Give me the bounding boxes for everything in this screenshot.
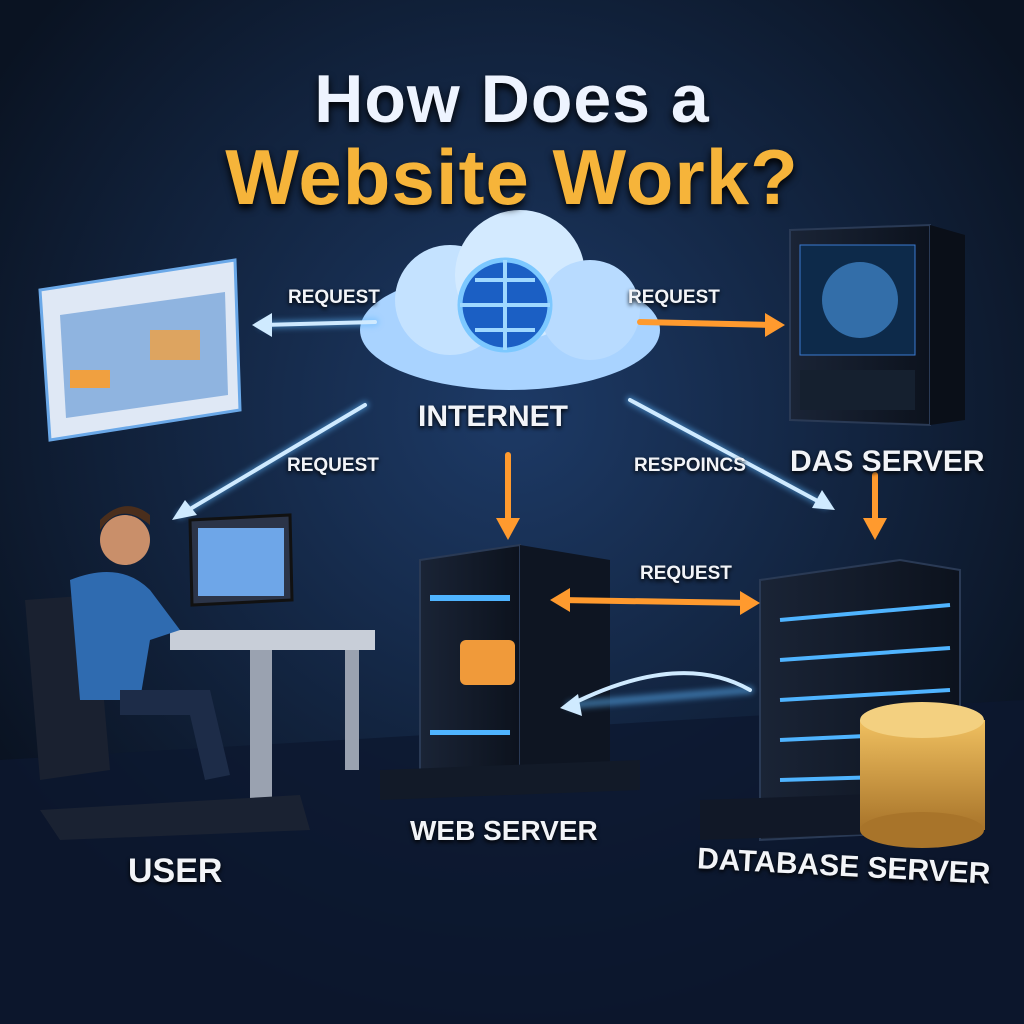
arrow-webserver-database <box>557 597 753 606</box>
arrow-internet-to-user <box>178 403 367 517</box>
label-user: USER <box>128 852 223 890</box>
das-server-icon <box>789 223 965 427</box>
label-request-left-top: REQUEST <box>288 287 380 308</box>
label-request-right-top: REQUEST <box>628 287 720 308</box>
web-server-icon <box>380 543 640 800</box>
flow-arrows <box>172 313 887 716</box>
user-at-desk-illustration <box>25 506 375 840</box>
arrow-database-to-webserver <box>568 671 752 707</box>
arrow-internet-to-database <box>628 398 827 507</box>
label-response: RESPOINCS <box>634 455 746 476</box>
arrow-internet-to-browser <box>260 320 377 327</box>
internet-cloud-icon <box>360 210 660 390</box>
arrow-internet-to-das <box>637 319 778 328</box>
title-line-1: How Does a <box>314 61 710 137</box>
title-line-2: Website Work? <box>225 133 799 221</box>
label-request-middle: REQUEST <box>640 563 732 584</box>
label-request-left-mid: REQUEST <box>287 455 379 476</box>
database-server-icon <box>700 558 990 848</box>
browser-window-icon <box>38 258 242 442</box>
label-web-server: WEB SERVER <box>410 815 598 846</box>
label-internet: INTERNET <box>418 400 568 433</box>
label-das-server: DAS SERVER <box>790 445 985 478</box>
